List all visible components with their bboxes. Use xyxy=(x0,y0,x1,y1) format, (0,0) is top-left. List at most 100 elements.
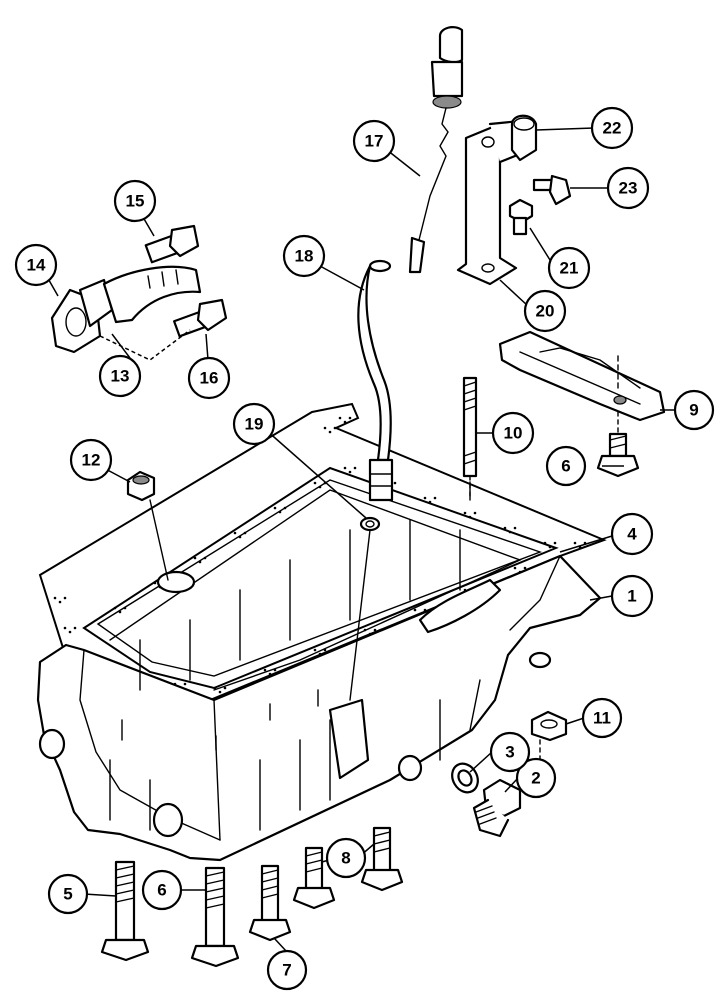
gasket-speck xyxy=(223,686,227,690)
callout-4: 4 xyxy=(610,512,654,556)
gasket-speck xyxy=(573,541,577,545)
pickup-bolt-16 xyxy=(99,298,228,361)
svg-text:2: 2 xyxy=(531,769,540,788)
gasket-speck xyxy=(353,466,357,470)
callout-20: 20 xyxy=(523,289,567,333)
svg-text:15: 15 xyxy=(126,192,145,211)
gasket-speck xyxy=(513,566,517,570)
gasket-speck xyxy=(503,526,507,530)
svg-text:6: 6 xyxy=(157,881,166,900)
gasket-speck xyxy=(373,628,377,632)
callout-7: 7 xyxy=(266,949,308,991)
gasket-speck xyxy=(513,526,517,530)
gasket-speck xyxy=(198,560,202,564)
callout-1: 1 xyxy=(610,574,654,618)
callout-11: 11 xyxy=(581,697,623,739)
gasket-speck xyxy=(548,545,552,549)
gasket-speck xyxy=(263,668,267,672)
svg-text:5: 5 xyxy=(63,885,72,904)
gasket-speck xyxy=(113,606,117,610)
hex-nut xyxy=(530,710,568,761)
hose-clip xyxy=(510,114,538,162)
gasket-speck xyxy=(468,515,472,519)
gasket-speck xyxy=(318,485,322,489)
gasket-speck xyxy=(73,626,77,630)
drain-plug xyxy=(472,778,522,838)
gasket-speck xyxy=(423,496,427,500)
svg-text:20: 20 xyxy=(536,302,555,321)
callout-14: 14 xyxy=(14,243,58,287)
svg-text:14: 14 xyxy=(27,256,46,275)
oil-pickup-pipe xyxy=(78,265,202,328)
gasket-speck xyxy=(63,626,67,630)
gasket-speck xyxy=(543,541,547,545)
gasket-speck xyxy=(193,556,197,560)
gasket-speck xyxy=(213,686,217,690)
gasket-speck xyxy=(268,672,272,676)
oil-pan xyxy=(36,489,602,862)
dipstick xyxy=(408,26,464,274)
callout-22: 22 xyxy=(590,106,634,150)
gasket-speck xyxy=(348,416,352,420)
svg-text:4: 4 xyxy=(627,525,637,544)
callout-3: 3 xyxy=(489,731,531,773)
gasket-speck xyxy=(433,496,437,500)
gasket-speck xyxy=(58,600,62,604)
bolt-8b xyxy=(360,826,404,892)
gasket-speck xyxy=(68,630,72,634)
bolt-8a xyxy=(292,846,336,910)
gasket-speck xyxy=(218,690,222,694)
callout-16: 16 xyxy=(187,356,231,400)
gasket-speck xyxy=(508,530,512,534)
callout-19: 19 xyxy=(232,402,276,446)
gasket-speck xyxy=(423,608,427,612)
svg-text:1: 1 xyxy=(627,587,636,606)
gasket-speck xyxy=(348,470,352,474)
svg-text:16: 16 xyxy=(200,369,219,388)
callout-6-top: 6 xyxy=(545,445,587,487)
support-bracket xyxy=(498,330,666,422)
callout-23: 23 xyxy=(606,166,650,210)
bolt-5 xyxy=(100,860,150,962)
pickup-bolt-15 xyxy=(144,224,200,264)
gasket-speck xyxy=(338,416,342,420)
callout-2: 2 xyxy=(515,757,557,799)
callout-21: 21 xyxy=(547,246,591,290)
bracket-bolt-21 xyxy=(508,198,534,236)
callout-5: 5 xyxy=(47,873,89,915)
gasket-speck xyxy=(53,596,57,600)
gasket-speck xyxy=(473,511,477,515)
svg-text:9: 9 xyxy=(689,401,698,420)
callout-6-bottom: 6 xyxy=(141,869,183,911)
callout-13: 13 xyxy=(98,354,142,398)
callout-10: 10 xyxy=(491,411,535,455)
gasket-speck xyxy=(313,481,317,485)
gasket-speck xyxy=(553,541,557,545)
svg-text:21: 21 xyxy=(560,259,579,278)
gasket-speck xyxy=(323,426,327,430)
svg-text:23: 23 xyxy=(619,179,638,198)
gasket-speck xyxy=(183,682,187,686)
svg-text:13: 13 xyxy=(111,367,130,386)
callout-15: 15 xyxy=(113,179,157,223)
pan-bolt-holes xyxy=(121,481,471,751)
gasket-speck xyxy=(153,581,157,585)
gasket-speck xyxy=(343,420,347,424)
gasket-speck xyxy=(413,608,417,612)
callout-12: 12 xyxy=(69,438,113,482)
bolt-7 xyxy=(248,864,292,942)
gasket-speck xyxy=(63,596,67,600)
gasket-speck xyxy=(203,556,207,560)
callout-8: 8 xyxy=(325,837,367,879)
gasket-speck xyxy=(233,531,237,535)
callout-18: 18 xyxy=(282,234,326,278)
callout-9: 9 xyxy=(673,389,715,431)
svg-text:6: 6 xyxy=(561,457,570,476)
tube-seal xyxy=(349,516,381,701)
gasket-speck xyxy=(278,510,282,514)
svg-text:22: 22 xyxy=(603,119,622,138)
dipstick-tube xyxy=(357,259,394,502)
gasket-speck xyxy=(283,506,287,510)
gasket-speck xyxy=(428,500,432,504)
